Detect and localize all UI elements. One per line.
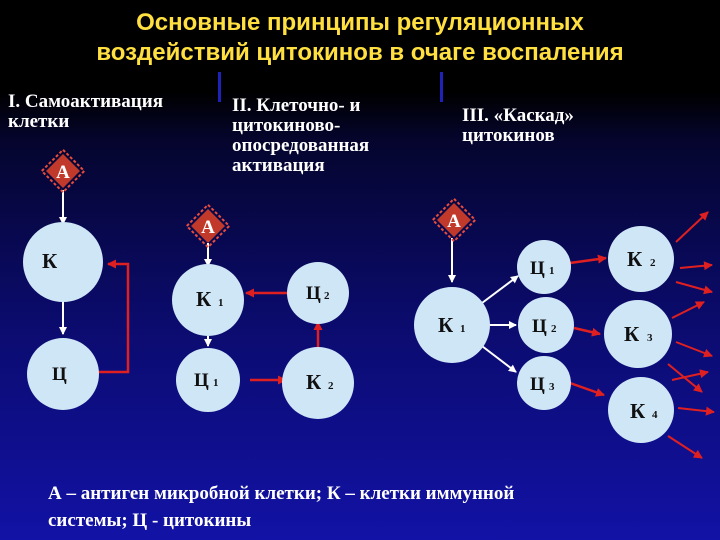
- slide-title: Основные принципы регуляционных воздейст…: [0, 8, 720, 68]
- effector-arrow: [671, 301, 705, 319]
- cell-1-label: К: [438, 313, 454, 337]
- effector-arrow: [675, 341, 713, 358]
- antigen-label: А: [447, 211, 461, 232]
- cytokine-node: Ц: [27, 338, 99, 410]
- cell-4-node: К 4: [608, 377, 674, 443]
- cytokine-2-node: Ц 2: [287, 262, 349, 324]
- cell-node: К: [23, 222, 103, 302]
- cytokine-2-node: Ц 2: [518, 297, 574, 353]
- cell-1-subscript: 1: [218, 297, 224, 309]
- cell-4-label: К: [630, 399, 646, 423]
- section-2-line-4: активация: [232, 155, 325, 176]
- effector-arrow: [679, 261, 713, 271]
- legend: А – антиген микробной клетки; К – клетки…: [48, 480, 688, 534]
- cell-label: К: [42, 249, 58, 273]
- legend-line-1: А – антиген микробной клетки; К – клетки…: [48, 483, 515, 504]
- section-2-heading: II. Клеточно- и цитокиново- опосредованн…: [232, 96, 369, 176]
- arrow-cell-1-to-cytokine-3: [477, 342, 517, 373]
- effector-arrow: [667, 435, 703, 459]
- cytokine-1-subscript: 1: [549, 265, 555, 277]
- section-3-line-2: цитокинов: [462, 125, 555, 146]
- section-2-line-2: цитокиново-: [232, 115, 341, 136]
- cytokine-3-label: Ц: [530, 374, 545, 395]
- cell-2-subscript: 2: [328, 380, 334, 392]
- effector-arrow: [671, 369, 709, 381]
- title-line-1: Основные принципы регуляционных: [136, 9, 584, 36]
- antigen-label: А: [56, 162, 70, 183]
- cytokine-1-node: Ц 1: [176, 348, 240, 412]
- cell-2-node: К 2: [608, 226, 674, 292]
- section-divider: [218, 72, 221, 102]
- section-1-line-2: клетки: [8, 111, 70, 132]
- cell-3-subscript: 3: [647, 332, 653, 344]
- cell-2-subscript: 2: [650, 257, 656, 269]
- section-2-line-1: II. Клеточно- и: [232, 95, 361, 116]
- cytokine-2-label: Ц: [532, 316, 547, 337]
- cell-2-label: К: [306, 370, 322, 394]
- cytokine-2-subscript: 2: [551, 323, 557, 335]
- arrow-cytokine-3-to-cell-4: [569, 381, 605, 397]
- antigen-marker: А: [185, 203, 231, 249]
- cell-1-label: К: [196, 287, 212, 311]
- cytokine-2-label: Ц: [306, 283, 321, 304]
- antigen-label: А: [201, 217, 215, 238]
- cytokine-1-subscript: 1: [213, 377, 219, 389]
- cell-2-node: К 2: [282, 347, 354, 419]
- section-2-line-3: опосредованная: [232, 135, 370, 156]
- antigen-marker: А: [40, 148, 86, 194]
- cell-1-node: К 1: [172, 264, 244, 336]
- effector-arrow: [675, 281, 713, 295]
- arrow-cell-1-to-cytokine-1: [477, 275, 519, 307]
- cell-3-label: К: [624, 322, 640, 346]
- title-line-2: воздействий цитокинов в очаге воспаления: [96, 39, 624, 66]
- section-3-line-1: III. «Каскад»: [462, 105, 574, 126]
- arrow-cytokine-feedback: [98, 259, 130, 374]
- arrow-cytokine-1-to-cell-2: [569, 254, 607, 265]
- cell-1-subscript: 1: [460, 323, 466, 335]
- section-1-line-1: I. Самоактивация: [8, 91, 163, 112]
- section-divider: [440, 72, 443, 102]
- cell-1-node: К 1: [414, 287, 490, 363]
- cytokine-3-subscript: 3: [549, 381, 555, 393]
- arrow-cytokine-2-to-cell-3: [573, 326, 601, 337]
- section-3-heading: III. «Каскад» цитокинов: [462, 106, 574, 146]
- cytokine-2-subscript: 2: [324, 290, 330, 302]
- cytokine-1-node: Ц 1: [517, 240, 571, 294]
- cell-2-label: К: [627, 247, 643, 271]
- antigen-marker: А: [431, 197, 477, 243]
- cytokine-3-node: Ц 3: [517, 356, 571, 410]
- cytokine-1-label: Ц: [530, 258, 545, 279]
- cytokine-1-label: Ц: [194, 370, 209, 391]
- section-1-heading: I. Самоактивация клетки: [8, 92, 163, 132]
- legend-line-2: системы; Ц - цитокины: [48, 510, 252, 531]
- cell-3-node: К 3: [604, 300, 672, 368]
- cytokine-label: Ц: [52, 364, 67, 385]
- effector-arrow: [677, 406, 715, 416]
- cell-4-subscript: 4: [652, 409, 658, 421]
- effector-arrow: [675, 211, 709, 243]
